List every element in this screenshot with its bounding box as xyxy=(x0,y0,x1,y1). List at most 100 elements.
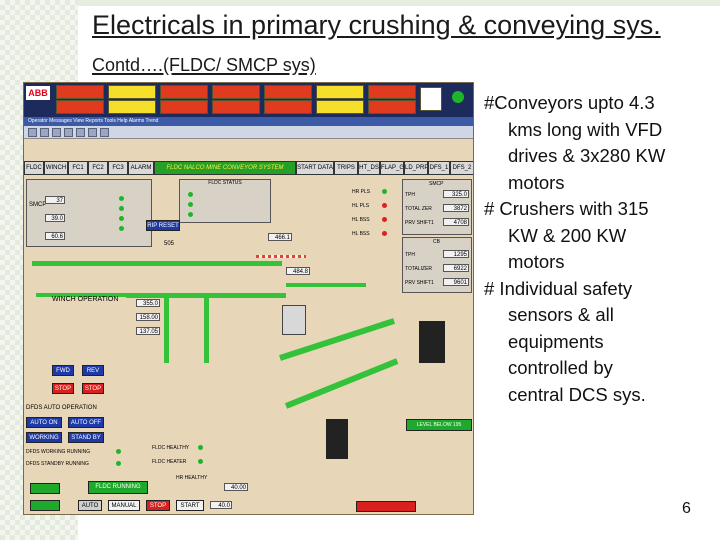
toolbar-button[interactable] xyxy=(76,128,85,137)
start-button[interactable]: START xyxy=(176,500,204,511)
hl-bss-label: HL BSS xyxy=(352,217,370,223)
alarm-tile[interactable] xyxy=(264,85,312,99)
alarm-tile[interactable] xyxy=(56,100,104,114)
winch-value: 137.05 xyxy=(136,327,160,335)
tph-label: TPH xyxy=(405,252,415,258)
alarm-tile[interactable] xyxy=(368,100,416,114)
auto-button[interactable]: AUTO xyxy=(78,500,102,511)
slide-title: Electricals in primary crushing & convey… xyxy=(92,8,712,82)
abb-logo: ABB xyxy=(26,86,50,100)
total-zer-label: TOTAL ZER xyxy=(405,206,432,212)
winch-value: 158.00 xyxy=(136,313,160,321)
hopper-icon xyxy=(419,321,445,363)
tph-label: TPH xyxy=(405,192,415,198)
smcp-label: SMCP xyxy=(29,202,47,208)
tab-flap-g[interactable]: FLAP_G xyxy=(380,161,404,175)
bullet-list: #Conveyors upto 4.3 kms long with VFD dr… xyxy=(484,90,716,408)
stand-by-button[interactable]: STAND BY xyxy=(68,432,104,443)
tab-fldc[interactable]: FLDC xyxy=(24,161,44,175)
tph-value: 1295 xyxy=(443,250,469,258)
tab-dfs-1[interactable]: DFS_1 xyxy=(428,161,450,175)
manual-button[interactable]: MANUAL xyxy=(108,500,140,511)
status-indicator-icon xyxy=(188,212,193,217)
dfds-standby-running-status: DFDS STANDBY RUNNING xyxy=(26,461,89,467)
conveyor-line xyxy=(164,293,169,363)
stop-button[interactable]: STOP xyxy=(146,500,170,511)
stop-button[interactable]: STOP xyxy=(52,383,74,394)
fwd-button[interactable]: FWD xyxy=(52,365,74,376)
temperature-value: 39.0 xyxy=(45,214,65,222)
bullet-line: motors xyxy=(508,251,565,272)
auto-on-button[interactable]: AUTO ON xyxy=(26,417,62,428)
hv-value: 40.0 xyxy=(210,501,232,509)
prv-shift1-value: 9601 xyxy=(443,278,469,286)
toolbar xyxy=(24,126,473,139)
rip-reset-button[interactable]: RIP RESET xyxy=(146,220,180,231)
auto-off-button[interactable]: AUTO OFF xyxy=(68,417,104,428)
conveyor-line xyxy=(32,261,282,266)
stop-button[interactable]: STOP xyxy=(82,383,104,394)
status-indicator-icon xyxy=(382,203,387,208)
value-466: 466.1 xyxy=(268,233,292,241)
tab-winch[interactable]: WINCH xyxy=(44,161,68,175)
tab-fc2[interactable]: FC2 xyxy=(88,161,108,175)
tab-fldc-nalco-mine-conveyor-system[interactable]: FLDC NALCO MINE CONVEYOR SYSTEM xyxy=(154,161,296,175)
level-alarm-indicator xyxy=(356,501,416,512)
hr-pls-label: HR PLS xyxy=(352,189,371,195)
fldc-status-panel: FLDC STATUS xyxy=(179,179,271,223)
totalizer-value: 6922 xyxy=(443,264,469,272)
toolbar-button[interactable] xyxy=(28,128,37,137)
alarm-tile[interactable] xyxy=(316,85,364,99)
fldc-status-title: FLDC STATUS xyxy=(208,180,242,186)
tab-fc3[interactable]: FC3 xyxy=(108,161,128,175)
alarm-tile[interactable] xyxy=(56,85,104,99)
alarm-tile[interactable] xyxy=(108,85,156,99)
menu-bar[interactable]: Operator Messages View Reports Tools Hel… xyxy=(24,117,473,126)
slide-top-strip xyxy=(0,0,720,6)
tab-dfs-2[interactable]: DFS_2 xyxy=(450,161,473,175)
toolbar-button[interactable] xyxy=(52,128,61,137)
conveyor-rail xyxy=(256,255,306,258)
tab-ld-prp[interactable]: LD_PRP xyxy=(404,161,428,175)
tab-ht-ds[interactable]: HT_DS xyxy=(358,161,380,175)
cb-data-panel: CB TPH 1295 TOTALIZER 6922 PRV SHIFT1 96… xyxy=(402,237,472,293)
alarm-tile[interactable] xyxy=(160,85,208,99)
alarm-tile[interactable] xyxy=(316,100,364,114)
bullet-line: controlled by xyxy=(508,357,613,378)
tab-trips[interactable]: TRIPS xyxy=(334,161,358,175)
alarm-tile[interactable] xyxy=(212,100,260,114)
alarm-counter xyxy=(420,87,442,111)
alarm-tile[interactable] xyxy=(368,85,416,99)
winch-value: 355.0 xyxy=(136,299,160,307)
toolbar-button[interactable] xyxy=(88,128,97,137)
status-indicator-icon xyxy=(116,461,121,466)
prv-shift1-label: PRV SHIFT1 xyxy=(405,220,434,226)
alarm-tile[interactable] xyxy=(108,100,156,114)
rev-button[interactable]: REV xyxy=(82,365,104,376)
working-button[interactable]: WORKING xyxy=(26,432,62,443)
dfds-auto-operation-title: DFDS AUTO OPERATION xyxy=(26,405,97,411)
bullet-line: central DCS sys. xyxy=(508,383,646,405)
value-484: 484.8 xyxy=(286,267,310,275)
hl-pls-label: HL PLS xyxy=(352,203,370,209)
alarm-tile[interactable] xyxy=(264,100,312,114)
status-indicator-icon xyxy=(119,196,124,201)
totalizer-label: TOTALIZER xyxy=(405,266,433,272)
cb-label: CB xyxy=(433,239,440,245)
bullet-crushers: # Crushers with 315 KW & 200 KW motors xyxy=(484,196,716,276)
tab-fc1[interactable]: FC1 xyxy=(68,161,88,175)
alarm-tile[interactable] xyxy=(160,100,208,114)
toolbar-button[interactable] xyxy=(40,128,49,137)
bullet-line: # Crushers with 315 xyxy=(484,198,649,219)
hopper-icon xyxy=(326,419,348,459)
tab-alarm[interactable]: ALARM xyxy=(128,161,154,175)
reset-indicator xyxy=(30,500,60,511)
temperature-value: 37 xyxy=(45,196,65,204)
toolbar-button[interactable] xyxy=(100,128,109,137)
alarm-tile[interactable] xyxy=(212,85,260,99)
status-indicator-icon xyxy=(119,216,124,221)
toolbar-button[interactable] xyxy=(64,128,73,137)
fldc-running-indicator: FLDC RUNNING xyxy=(88,481,148,494)
bullet-line: motors xyxy=(508,171,565,193)
tab-start-data[interactable]: START DATA xyxy=(296,161,334,175)
